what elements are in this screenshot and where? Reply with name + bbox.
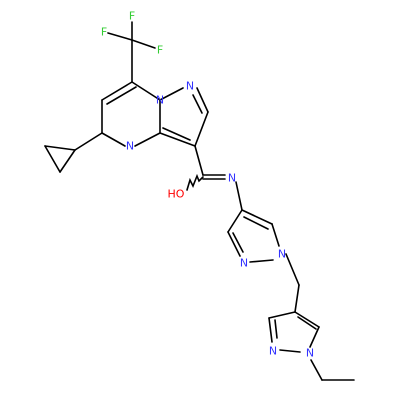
bonds — [44, 21, 355, 381]
atom-f3: F — [157, 44, 163, 57]
atom-n-amide: N — [228, 172, 236, 185]
atom-labels: F F F N N N N HO N N N N — [101, 10, 314, 360]
atom-f1: F — [129, 10, 135, 23]
atom-n-pyrazole: N — [186, 80, 194, 93]
atom-n-pyrazole2-b: N — [240, 257, 248, 270]
atom-n-bridgehead: N — [156, 94, 164, 107]
atom-n-pyrimidine: N — [126, 140, 134, 153]
atom-n-pyrazole2-a: N — [278, 248, 286, 261]
atom-hydroxyl: HO — [168, 188, 185, 201]
atom-f2: F — [101, 26, 107, 39]
atom-n-pyrazole3-b: N — [269, 345, 277, 358]
atom-n-pyrazole3-a: N — [306, 347, 314, 360]
